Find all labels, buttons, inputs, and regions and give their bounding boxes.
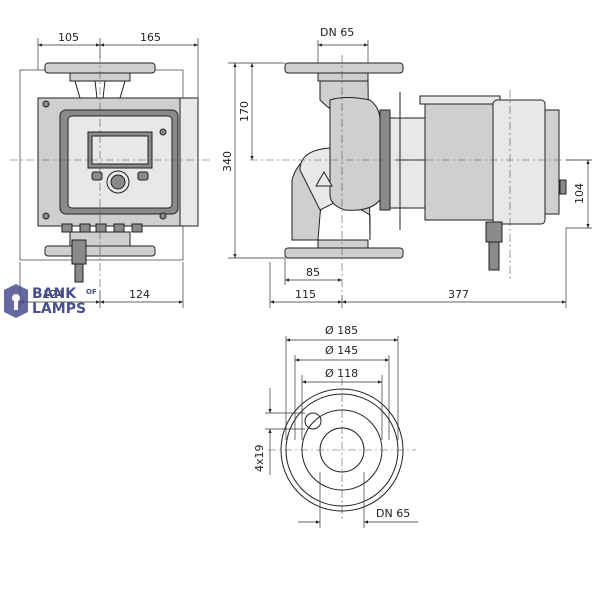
dim-165: 165 xyxy=(140,31,161,44)
dim-105: 105 xyxy=(58,31,79,44)
front-view xyxy=(10,55,210,290)
front-top-dimension: 105 165 xyxy=(37,31,199,98)
dim-115: 115 xyxy=(295,288,316,301)
dim-4x19: 4x19 xyxy=(253,444,266,472)
dim-d118: Ø 118 xyxy=(325,367,358,380)
dim-377: 377 xyxy=(448,288,469,301)
logo-line1: BANK xyxy=(32,286,77,302)
flange-view xyxy=(268,378,416,522)
side-view xyxy=(250,55,590,295)
side-motor-dimension: 104 xyxy=(566,159,592,229)
side-85-dimension: 85 xyxy=(284,258,342,285)
side-top-dimension: DN 65 xyxy=(317,26,369,63)
side-height-dimension: 340 170 xyxy=(221,62,285,259)
dim-124-right: 124 xyxy=(129,288,150,301)
dim-d145: Ø 145 xyxy=(325,344,358,357)
dim-d185: Ø 185 xyxy=(325,324,358,337)
flange-dn-dimension: DN 65 xyxy=(298,472,418,528)
side-length-dimension: 115 377 xyxy=(269,228,567,308)
logo-of: OF xyxy=(86,288,97,296)
dim-104: 104 xyxy=(573,183,586,204)
dim-dn65-flange: DN 65 xyxy=(376,507,410,520)
dim-340: 340 xyxy=(221,151,234,172)
dim-124-left: 124 xyxy=(43,288,64,301)
dim-85: 85 xyxy=(306,266,320,279)
front-bottom-dimension: 124 124 xyxy=(19,262,184,308)
flange-holes-dimension: 4x19 xyxy=(253,388,305,475)
logo-line2: LAMPS xyxy=(32,301,86,317)
dim-170: 170 xyxy=(238,101,251,122)
dim-dn65-side: DN 65 xyxy=(320,26,354,39)
bank-of-lamps-logo: BANK OF LAMPS xyxy=(4,284,97,318)
lamp-icon xyxy=(4,284,28,318)
